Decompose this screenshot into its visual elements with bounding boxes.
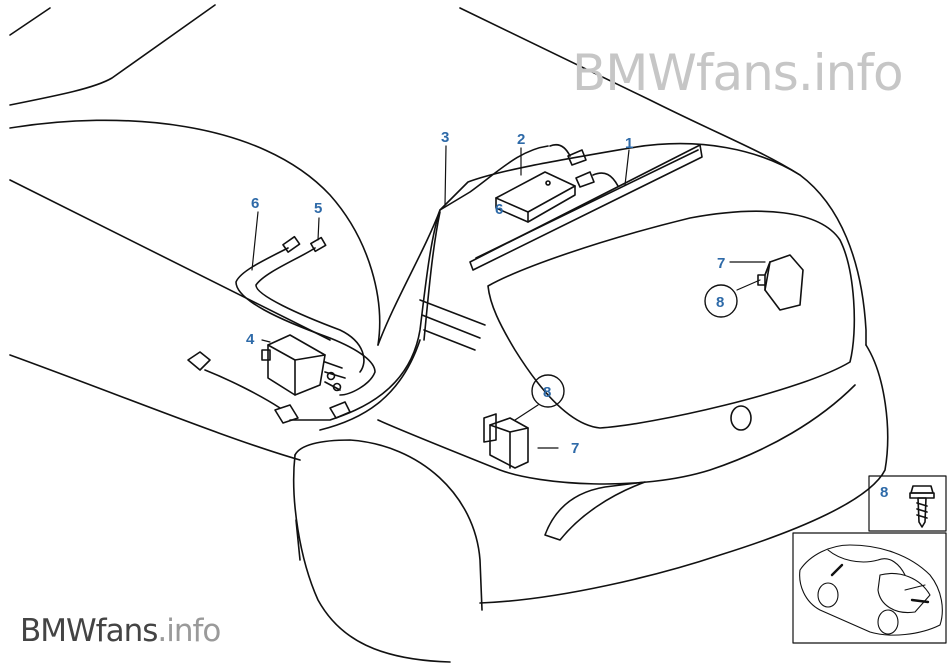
- callout-2: 2: [517, 131, 525, 148]
- callout-8-inset: 8: [880, 484, 888, 501]
- callout-6-left: 6: [251, 195, 259, 212]
- circled-callout-8-top: 8: [704, 284, 738, 318]
- inset-screw: [868, 475, 947, 532]
- diversity-module: [187, 334, 351, 424]
- watermark-bottom-brand: BMWfans: [20, 613, 158, 649]
- callout-8-mid: 8: [543, 384, 551, 401]
- car-body-outline: [9, 4, 889, 663]
- antenna-amplifier: [495, 143, 619, 223]
- bracket-upper: [757, 254, 804, 311]
- watermark-top: BMWfans.info: [572, 44, 904, 102]
- rear-window-antenna-strip: [469, 144, 703, 271]
- watermark-bottom-suffix: .info: [157, 613, 221, 649]
- circled-callout-8-mid: 8: [531, 374, 565, 408]
- callout-3: 3: [441, 129, 449, 146]
- callout-5: 5: [314, 200, 322, 217]
- inset-car-locator: [792, 532, 947, 644]
- callout-labels: 1 2 3 4 5 6 6 7 7 8: [246, 129, 888, 501]
- bracket-lower: [483, 413, 529, 469]
- callout-7-top: 7: [717, 255, 725, 272]
- callout-1: 1: [625, 135, 633, 152]
- callout-6-right: 6: [495, 201, 503, 218]
- callout-8-top: 8: [716, 294, 724, 311]
- leader-lines: [251, 145, 766, 449]
- cable-harness: [289, 145, 549, 431]
- callout-7-bottom: 7: [571, 440, 579, 457]
- left-cables: [235, 235, 376, 396]
- watermark-bottom: BMWfans.info: [20, 613, 221, 649]
- callout-4: 4: [246, 331, 255, 348]
